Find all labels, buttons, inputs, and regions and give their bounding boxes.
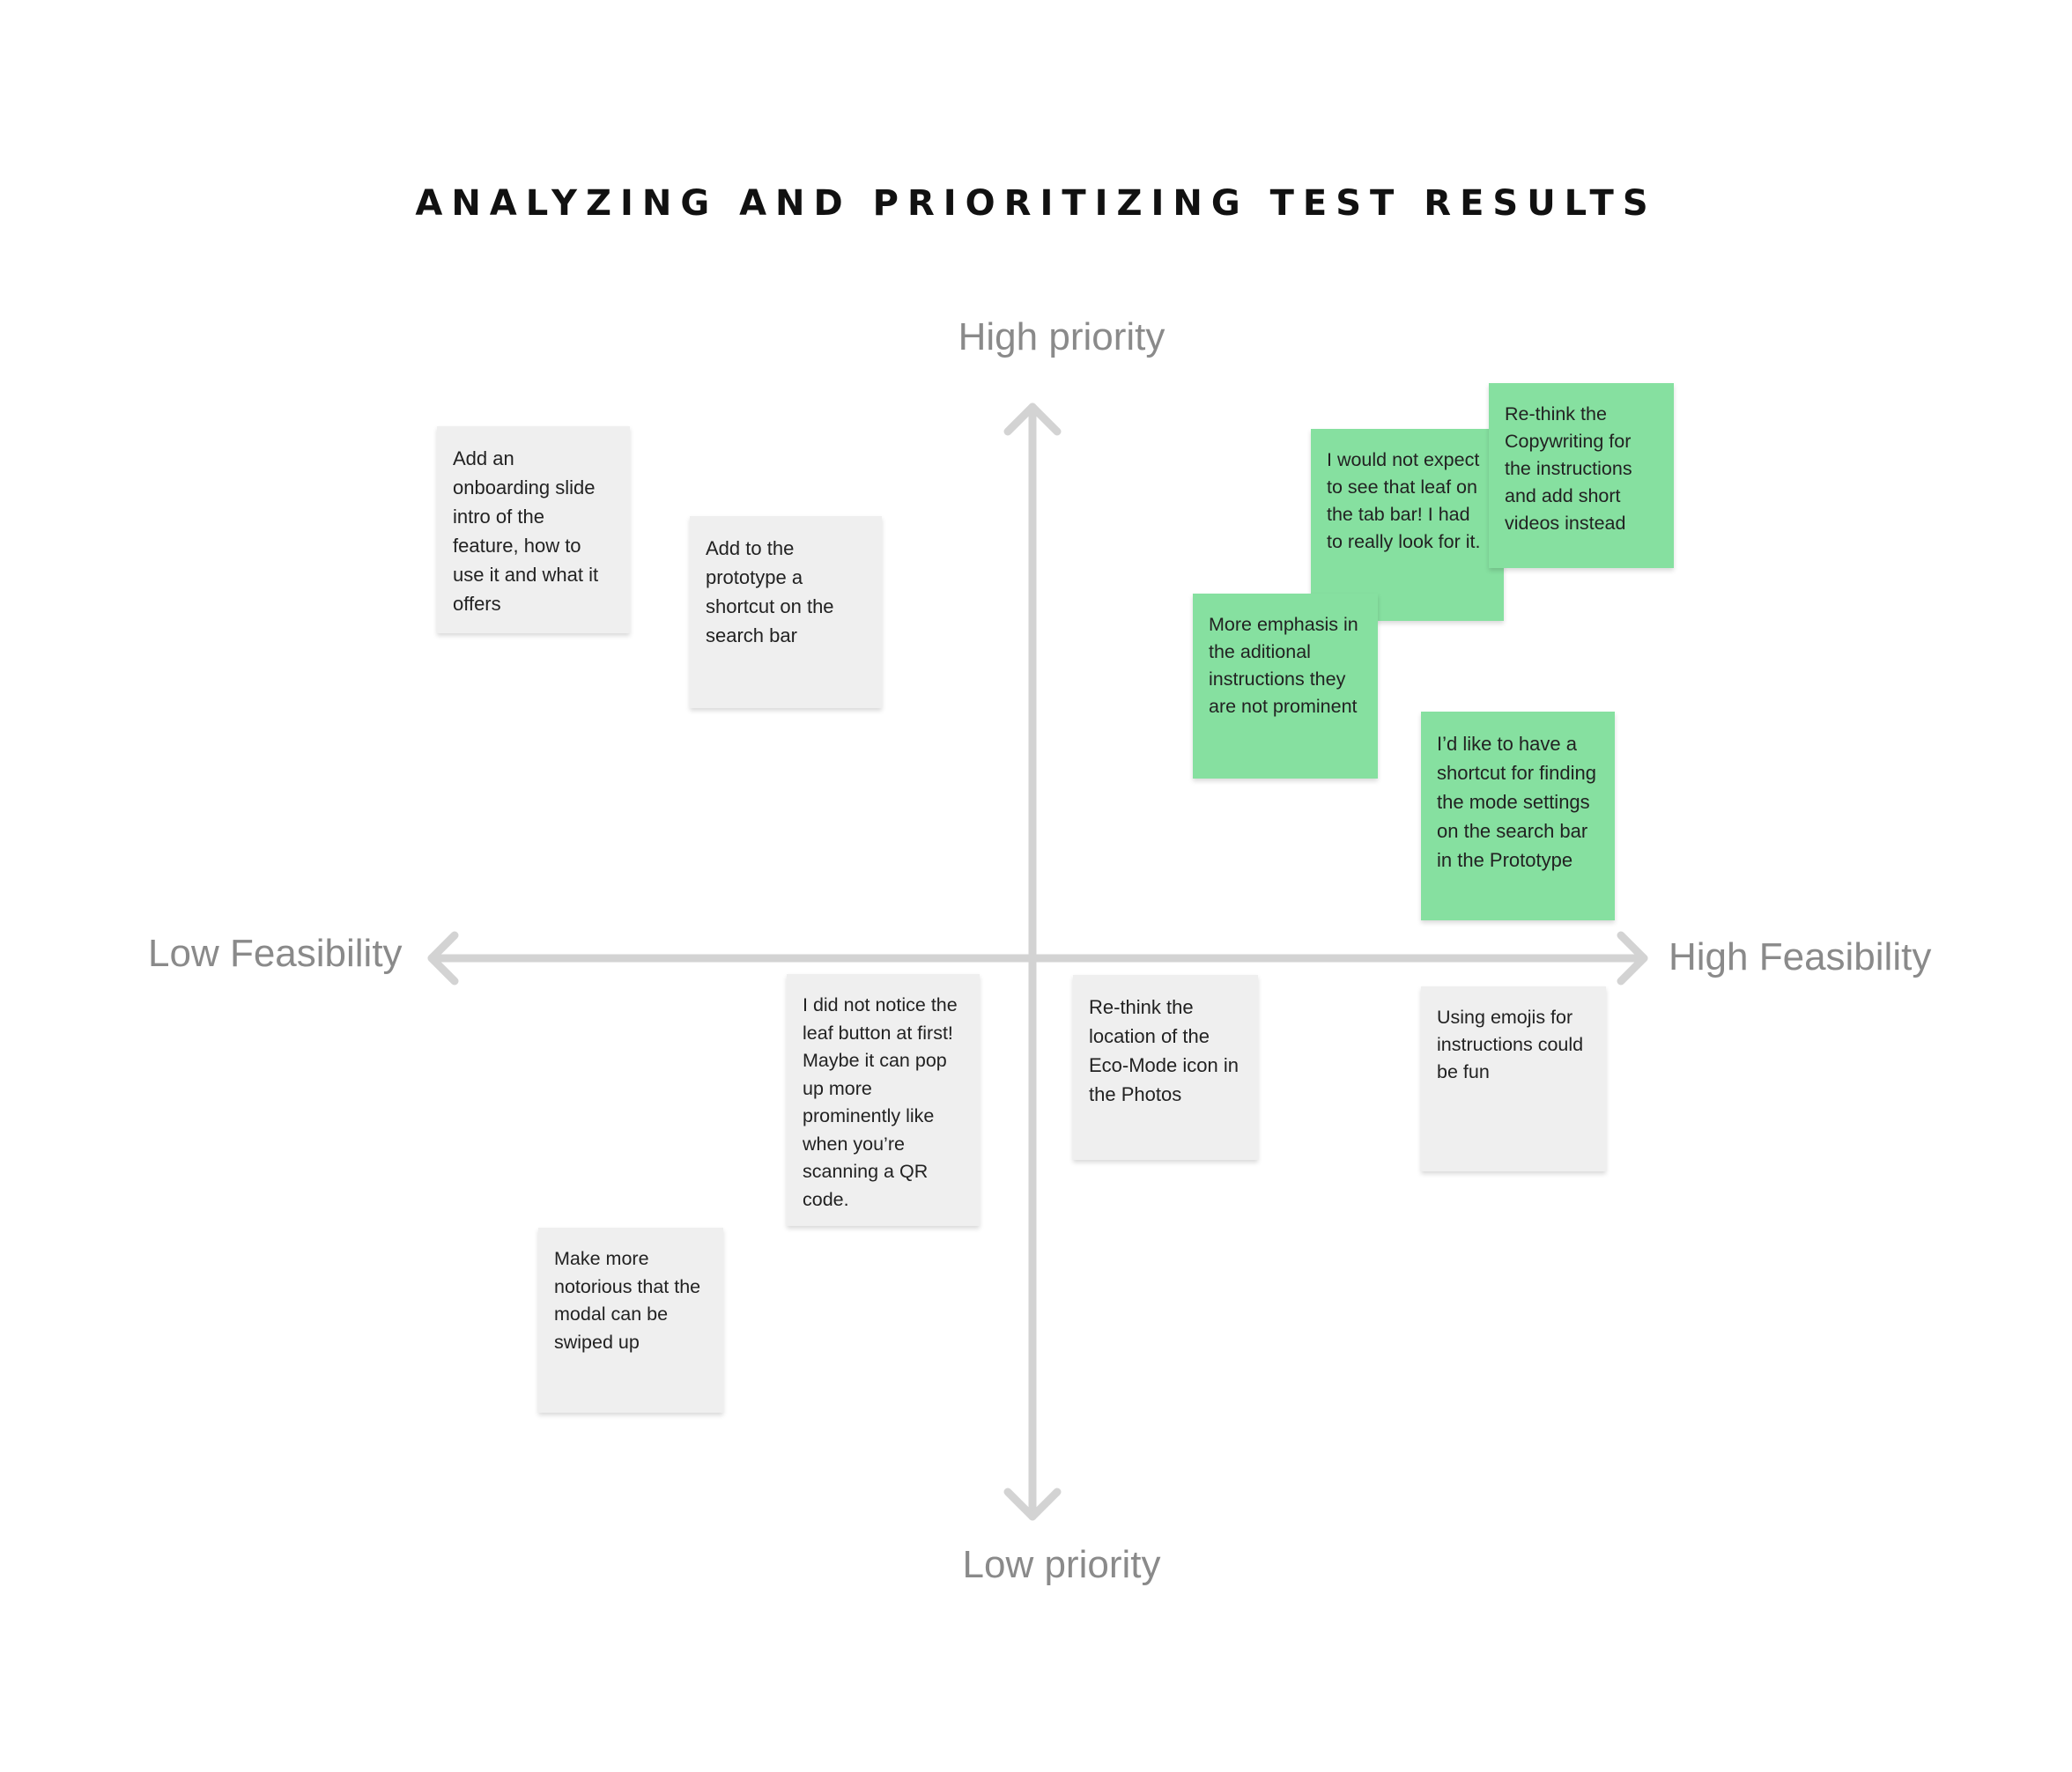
sticky-note-emphasis[interactable]: More emphasis in the aditional instructi…	[1193, 594, 1378, 779]
sticky-note-leaf-tab-bar[interactable]: I would not expect to see that leaf on t…	[1311, 429, 1504, 621]
axis-label-high-priority: High priority	[958, 315, 1166, 358]
sticky-note-text: Using emojis for instructions could be f…	[1437, 1007, 1584, 1082]
sticky-note-mode-settings[interactable]: I’d like to have a shortcut for finding …	[1421, 712, 1615, 920]
sticky-note-prototype-shortcut[interactable]: Add to the prototype a shortcut on the s…	[690, 516, 882, 708]
sticky-note-text: Add to the prototype a shortcut on the s…	[706, 537, 834, 646]
axis-label-low-priority: Low priority	[962, 1543, 1161, 1586]
sticky-note-onboarding[interactable]: Add an onboarding slide intro of the fea…	[437, 426, 630, 633]
axis-label-high-feasibility: High Feasibility	[1669, 935, 1932, 978]
sticky-note-text: I did not notice the leaf button at firs…	[803, 994, 958, 1210]
sticky-note-text: Add an onboarding slide intro of the fea…	[453, 447, 599, 615]
sticky-note-text: More emphasis in the aditional instructi…	[1209, 614, 1358, 717]
arrow-up-icon	[1003, 402, 1062, 436]
sticky-note-text: I would not expect to see that leaf on t…	[1327, 449, 1481, 552]
page-title: ANALYZING AND PRIORITIZING TEST RESULTS	[415, 183, 1657, 224]
sticky-note-text: Re-think the Copywriting for the instruc…	[1505, 403, 1632, 534]
sticky-note-eco-mode-icon[interactable]: Re-think the location of the Eco-Mode ic…	[1073, 975, 1258, 1160]
sticky-note-text: I’d like to have a shortcut for finding …	[1437, 733, 1596, 871]
arrow-right-icon	[1617, 931, 1648, 986]
axis-label-low-feasibility: Low Feasibility	[148, 932, 403, 975]
sticky-note-copywriting[interactable]: Re-think the Copywriting for the instruc…	[1489, 383, 1674, 568]
sticky-note-text: Re-think the location of the Eco-Mode ic…	[1089, 996, 1239, 1105]
arrow-down-icon	[1003, 1488, 1062, 1521]
sticky-note-modal-swipe[interactable]: Make more notorious that the modal can b…	[538, 1228, 723, 1413]
sticky-note-leaf-button[interactable]: I did not notice the leaf button at firs…	[787, 974, 980, 1226]
sticky-note-text: Make more notorious that the modal can b…	[554, 1248, 701, 1353]
sticky-note-emojis[interactable]: Using emojis for instructions could be f…	[1421, 986, 1606, 1171]
arrow-left-icon	[427, 931, 459, 986]
